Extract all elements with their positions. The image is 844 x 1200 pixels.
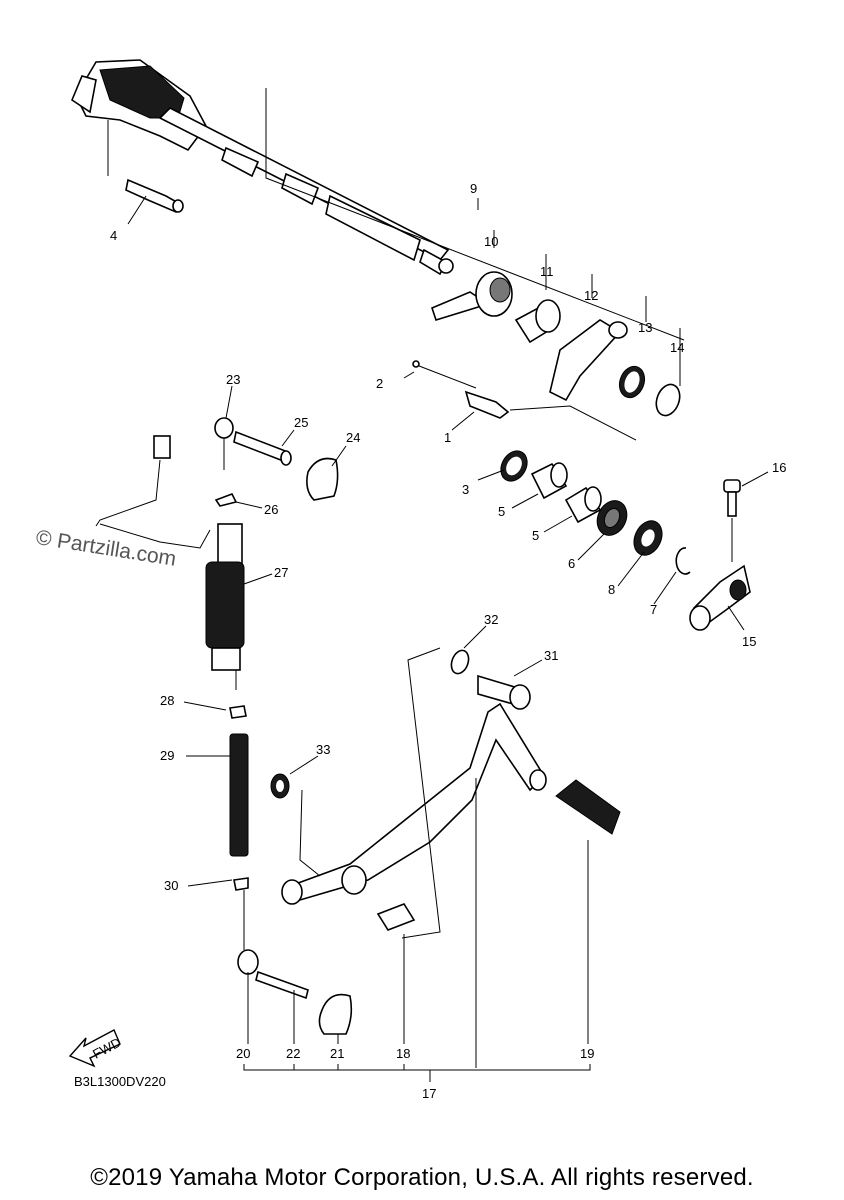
part-29-rod — [229, 733, 249, 857]
part-10-arm — [431, 271, 513, 321]
part-18-bushing — [376, 903, 416, 931]
part-wire-harness — [95, 435, 211, 549]
part-15-lever — [689, 564, 751, 631]
part-2-pin — [412, 360, 477, 389]
callout-27: 27 — [274, 565, 288, 580]
callout-24: 24 — [346, 430, 360, 445]
callout-22: 22 — [286, 1046, 300, 1061]
callout-32: 32 — [484, 612, 498, 627]
callout-10: 10 — [484, 234, 498, 249]
fwd-arrow-icon: FWD — [68, 1029, 123, 1068]
part-5a-bushing — [530, 462, 568, 500]
part-30-nut — [233, 877, 249, 891]
part-17-shift-pedal — [281, 702, 547, 905]
callout-3: 3 — [462, 482, 469, 497]
part-22-bolt — [255, 970, 309, 1000]
callout-2: 2 — [376, 376, 383, 391]
part-5b-bushing — [564, 486, 602, 524]
callout-11: 11 — [540, 264, 554, 279]
callout-6: 6 — [568, 556, 575, 571]
callout-19: 19 — [580, 1046, 594, 1061]
callout-14: 14 — [670, 340, 684, 355]
callout-5b: 5 — [532, 528, 539, 543]
callout-26: 26 — [264, 502, 278, 517]
callout-15: 15 — [742, 634, 756, 649]
callout-29: 29 — [160, 748, 174, 763]
part-26-nut — [214, 492, 238, 507]
callout-5a: 5 — [498, 504, 505, 519]
part-31-pivot-bolt — [477, 674, 531, 710]
part-11-sleeve — [514, 299, 561, 344]
drawing-code: B3L1300DV220 — [74, 1074, 166, 1089]
callout-23: 23 — [226, 372, 240, 387]
part-16-bolt — [723, 479, 741, 517]
callout-20: 20 — [236, 1046, 250, 1061]
shift-shaft — [71, 59, 454, 276]
callout-17: 17 — [422, 1086, 436, 1101]
part-4-collar — [125, 178, 184, 214]
callout-12: 12 — [584, 288, 598, 303]
callout-21: 21 — [330, 1046, 344, 1061]
callout-9: 9 — [470, 181, 477, 196]
callout-16: 16 — [772, 460, 786, 475]
callout-13: 13 — [638, 320, 652, 335]
callout-4: 4 — [110, 228, 117, 243]
part-20-rod-end — [237, 949, 259, 975]
part-21-nut — [318, 993, 353, 1035]
part-1-bolt — [464, 390, 510, 419]
callout-25: 25 — [294, 415, 308, 430]
part-7-circlip — [675, 547, 691, 575]
callout-18: 18 — [396, 1046, 410, 1061]
callout-labels: 4 9 10 11 12 13 14 2 1 23 25 24 26 3 5 5… — [110, 181, 786, 1101]
part-25-bolt — [233, 430, 292, 466]
part-24-nut — [306, 457, 339, 501]
part-23-rod-end — [214, 417, 234, 470]
fwd-label: FWD — [90, 1035, 123, 1062]
part-12-plate — [549, 319, 628, 402]
part-19-pedal-rubber — [555, 779, 621, 835]
part-28-nut — [229, 705, 247, 719]
callout-1: 1 — [444, 430, 451, 445]
part-14-circlip — [655, 383, 681, 417]
callout-28: 28 — [160, 693, 174, 708]
callout-31: 31 — [544, 648, 558, 663]
callout-7: 7 — [650, 602, 657, 617]
part-27-damper — [205, 523, 245, 690]
callout-8: 8 — [608, 582, 615, 597]
callout-33: 33 — [316, 742, 330, 757]
copyright-notice: ©2019 Yamaha Motor Corporation, U.S.A. A… — [90, 1164, 754, 1191]
part-32-oring — [450, 649, 470, 675]
callout-30: 30 — [164, 878, 178, 893]
